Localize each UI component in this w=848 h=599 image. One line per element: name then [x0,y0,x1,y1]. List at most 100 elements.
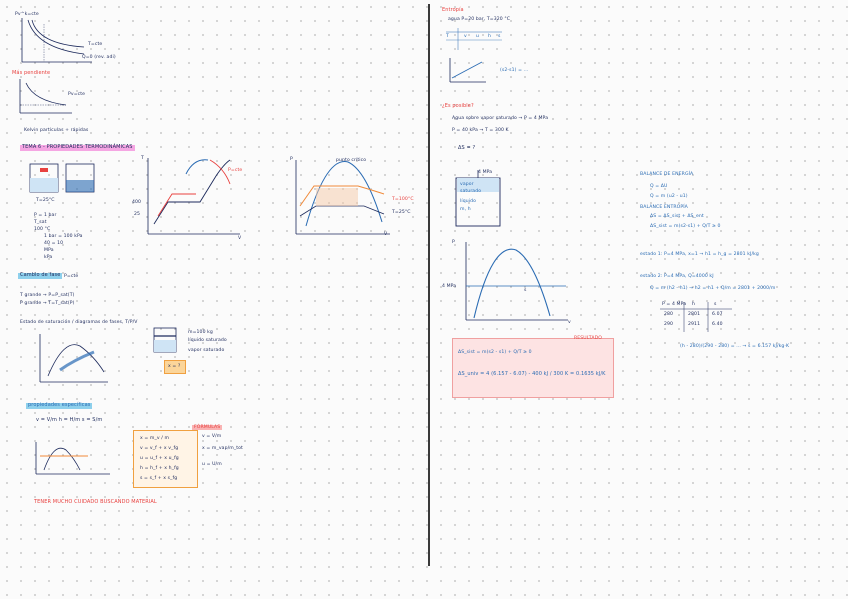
list-line-2: 100 °C [34,227,50,232]
table-head-s: s [714,302,717,307]
table-head-p: P = 4 MPa [662,302,686,307]
formula-s2-s1: (s2-s1) = ... [500,68,528,73]
piston-line-2: vapor saturado [188,348,224,353]
mini-table-h: h [488,34,491,39]
pvc-t25-label: T=25°C [392,210,411,215]
pv-saturation-sketch [34,332,114,388]
right-formula-1: x = m_vap/m_tot [202,446,243,451]
ps-diagram [456,240,574,326]
list-line-4: 40 = 10 [44,241,63,246]
vessel-drawings [28,162,98,196]
list-line-6: kPa [44,255,52,260]
cambio-fase-aside: P=cte [64,274,78,279]
heading-es-posible: ¿Es posible? [442,104,474,110]
table-r1-c2: 6.40 [712,322,723,327]
formula-line-1: v = v_f + x v_fg [140,446,178,451]
mini-table-s: s [498,34,501,39]
tv-axis-v: V [238,236,241,241]
right-line-3: P = 40 kPa → T = 300 K [452,128,509,133]
tv-pcte-label: P=cte [228,168,242,173]
result-line-2: ΔS_univ = 4 (6.157 - 6.07) - 400 kJ / 30… [458,372,606,378]
tank-line-1: saturado [460,189,481,194]
piston-line-0: m=100 kg [188,330,213,335]
mini-table-v: v [464,34,467,39]
state-line-r1: estado 2: P=4 MPa, Q=4000 kJ [640,274,714,279]
balance-title: BALANCE DE ENERGÍA [640,172,693,177]
state-line-r0: estado 1: P=4 MPa, x=1 → h1 = h_g = 2801… [640,252,759,257]
pvc-critical-label: punto crítico [336,158,366,163]
formulas-box-title: FÓRMULAS [192,425,222,430]
piston-line-1: líquido saturado [188,338,227,343]
table-r1-c1: 2911 [688,322,700,327]
piston-cylinder [152,326,180,356]
heading-propiedades-especificas: propiedades específicas [26,403,92,409]
vessel-temp-label: T=25°C [36,198,55,203]
balance-line-3: ΔS = ΔS_sist + ΔS_ent [650,214,704,219]
mini-table-t: T [446,34,449,39]
list-line-0: P = 1 bar [34,213,56,218]
balance-line-2: BALANCE ENTROPÍA [640,205,688,210]
pv-diagram-second [14,77,84,119]
tank-line-2: líquido [460,199,476,204]
formula-line-3: h = h_f + x h_fg [140,466,179,471]
pv-cte-label: Pv=cte [68,92,85,97]
table-r0-c0: 280 [664,312,673,317]
right-line-2: Agua sobre vapor saturado → P = 4 MPa [452,116,548,121]
tv-sketch-lower [30,440,130,480]
formula-line-2: u = u_f + x u_fg [140,456,179,461]
table-r1-c0: 290 [664,322,673,327]
ps-tick-4mpa: 4 MPa [442,284,456,289]
mini-table-u: u [476,34,479,39]
mini-table [444,26,504,52]
tank-title: 4 MPa [478,170,492,175]
sticky-note: x = ? [164,360,186,374]
q0-label: Q=0 (rev. adi) [82,55,116,60]
balance-line-0: Q = ΔU [650,184,668,189]
t-cte-label: T=cte [88,42,102,47]
tv-axis-t: T [141,156,144,161]
pvc-t100-label: T=100°C [392,197,414,202]
state-line-r2: Q = m (h2 - h1) → h2 = h1 + Q/m = 2801 +… [650,286,775,291]
linear-sketch [448,56,488,86]
heading-mas-pendiente: Más pendiente [12,71,50,77]
table-r0-c1: 2801 [688,312,700,317]
ps-axis-s: s [524,288,527,293]
right-formula-2: u = U/m [202,462,222,467]
page-divider [428,4,430,566]
ps-axis-v: v [568,320,571,325]
pv-equation-label: Pv^k=cte [15,12,39,17]
right-line-1: agua P=20 bar, T=320 °C [448,17,510,22]
pv-critical-diagram [286,156,398,240]
right-formula-0: v = V/m [202,434,221,439]
table-r0-c2: 6.07 [712,312,723,317]
heading-cambio-fase: Cambio de fase [18,273,62,279]
note-kelvin: Kelvin partículas + rápidas [24,128,88,133]
balance-line-1: Q = m (u2 - u1) [650,194,688,199]
tank-line-3: m, h [460,207,471,212]
tank-line-0: vapor [460,182,474,187]
result-box-title: RESULTADO [574,336,602,341]
result-line-1: ΔS_sist = m(s2 - s1) + Q/T ≥ 0 [458,350,532,355]
formula-specific: v = V/m h = H/m s = S/m [36,418,102,424]
state-line-1: P grande → T=T_sat(P) [20,301,75,306]
tv-tick-25: 25 [134,212,140,217]
title-entropia: Entropía [442,8,464,14]
state-line-0: T grande → P=P_sat(T) [20,293,75,298]
table-head-h: h [692,302,695,307]
pvc-axis-p: P [290,157,293,162]
interpolation-line: (h - 280)/(290 - 280) = ... → s = 6.157 … [680,344,789,349]
ps-axis-p: P [452,240,455,245]
list-line-5: MPa [44,248,54,253]
list-line-3: 1 bar = 100 kPa [44,234,83,239]
tv-tick-400: 400 [132,200,141,205]
heading-tema-6: TEMA 6 - PROPIEDADES TERMODINÁMICAS [20,145,135,151]
pvc-axis-v: V [384,232,387,237]
right-line-4: ΔS = ? [458,146,475,152]
list-line-1: T_sat [34,220,47,225]
formula-line-4: s = s_f + x s_fg [140,476,177,481]
result-box [452,338,614,398]
sticky-note-text: x = ? [168,364,180,369]
formula-line-0: x = m_v / m [140,436,169,441]
balance-line-4: ΔS_sist = m(s2-s1) + Q/T ≥ 0 [650,224,721,229]
note-estado-saturacion: Estado de saturación / diagramas de fase… [20,320,137,325]
